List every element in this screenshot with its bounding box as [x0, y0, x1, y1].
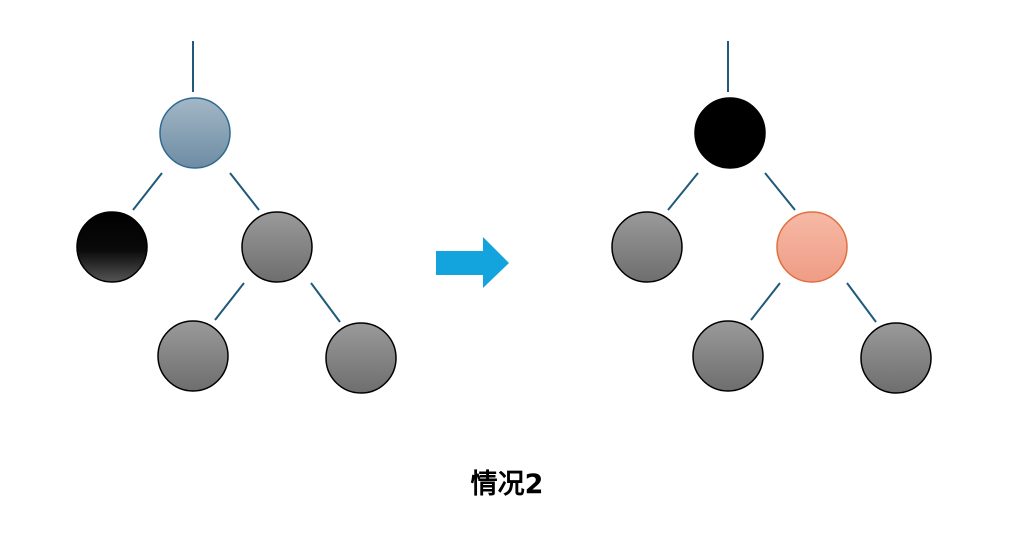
tree-before: [76, 41, 397, 394]
edge-right-right: [846, 282, 877, 323]
right-child-node: [776, 211, 848, 283]
tree-after: [611, 41, 932, 394]
edge-right-left: [214, 282, 245, 321]
diagram-caption: 情况2: [470, 469, 544, 500]
parent-node: [159, 97, 231, 169]
edge-parent-right: [764, 172, 796, 211]
edge-parent-left: [667, 172, 699, 211]
edge-parent-left: [132, 172, 163, 211]
grandchild-right-node: [860, 322, 932, 394]
grandchild-right-node: [325, 322, 397, 394]
edge-right-right: [310, 282, 341, 323]
right-arrow-icon: [436, 237, 509, 288]
edge-parent-right: [229, 172, 260, 211]
parent-node: [694, 97, 766, 169]
right-child-node: [241, 211, 313, 283]
left-child-node: [611, 211, 683, 283]
grandchild-left-node: [692, 320, 764, 392]
edge-right-left: [750, 282, 781, 321]
left-child-node: [76, 211, 148, 283]
grandchild-left-node: [157, 320, 229, 392]
